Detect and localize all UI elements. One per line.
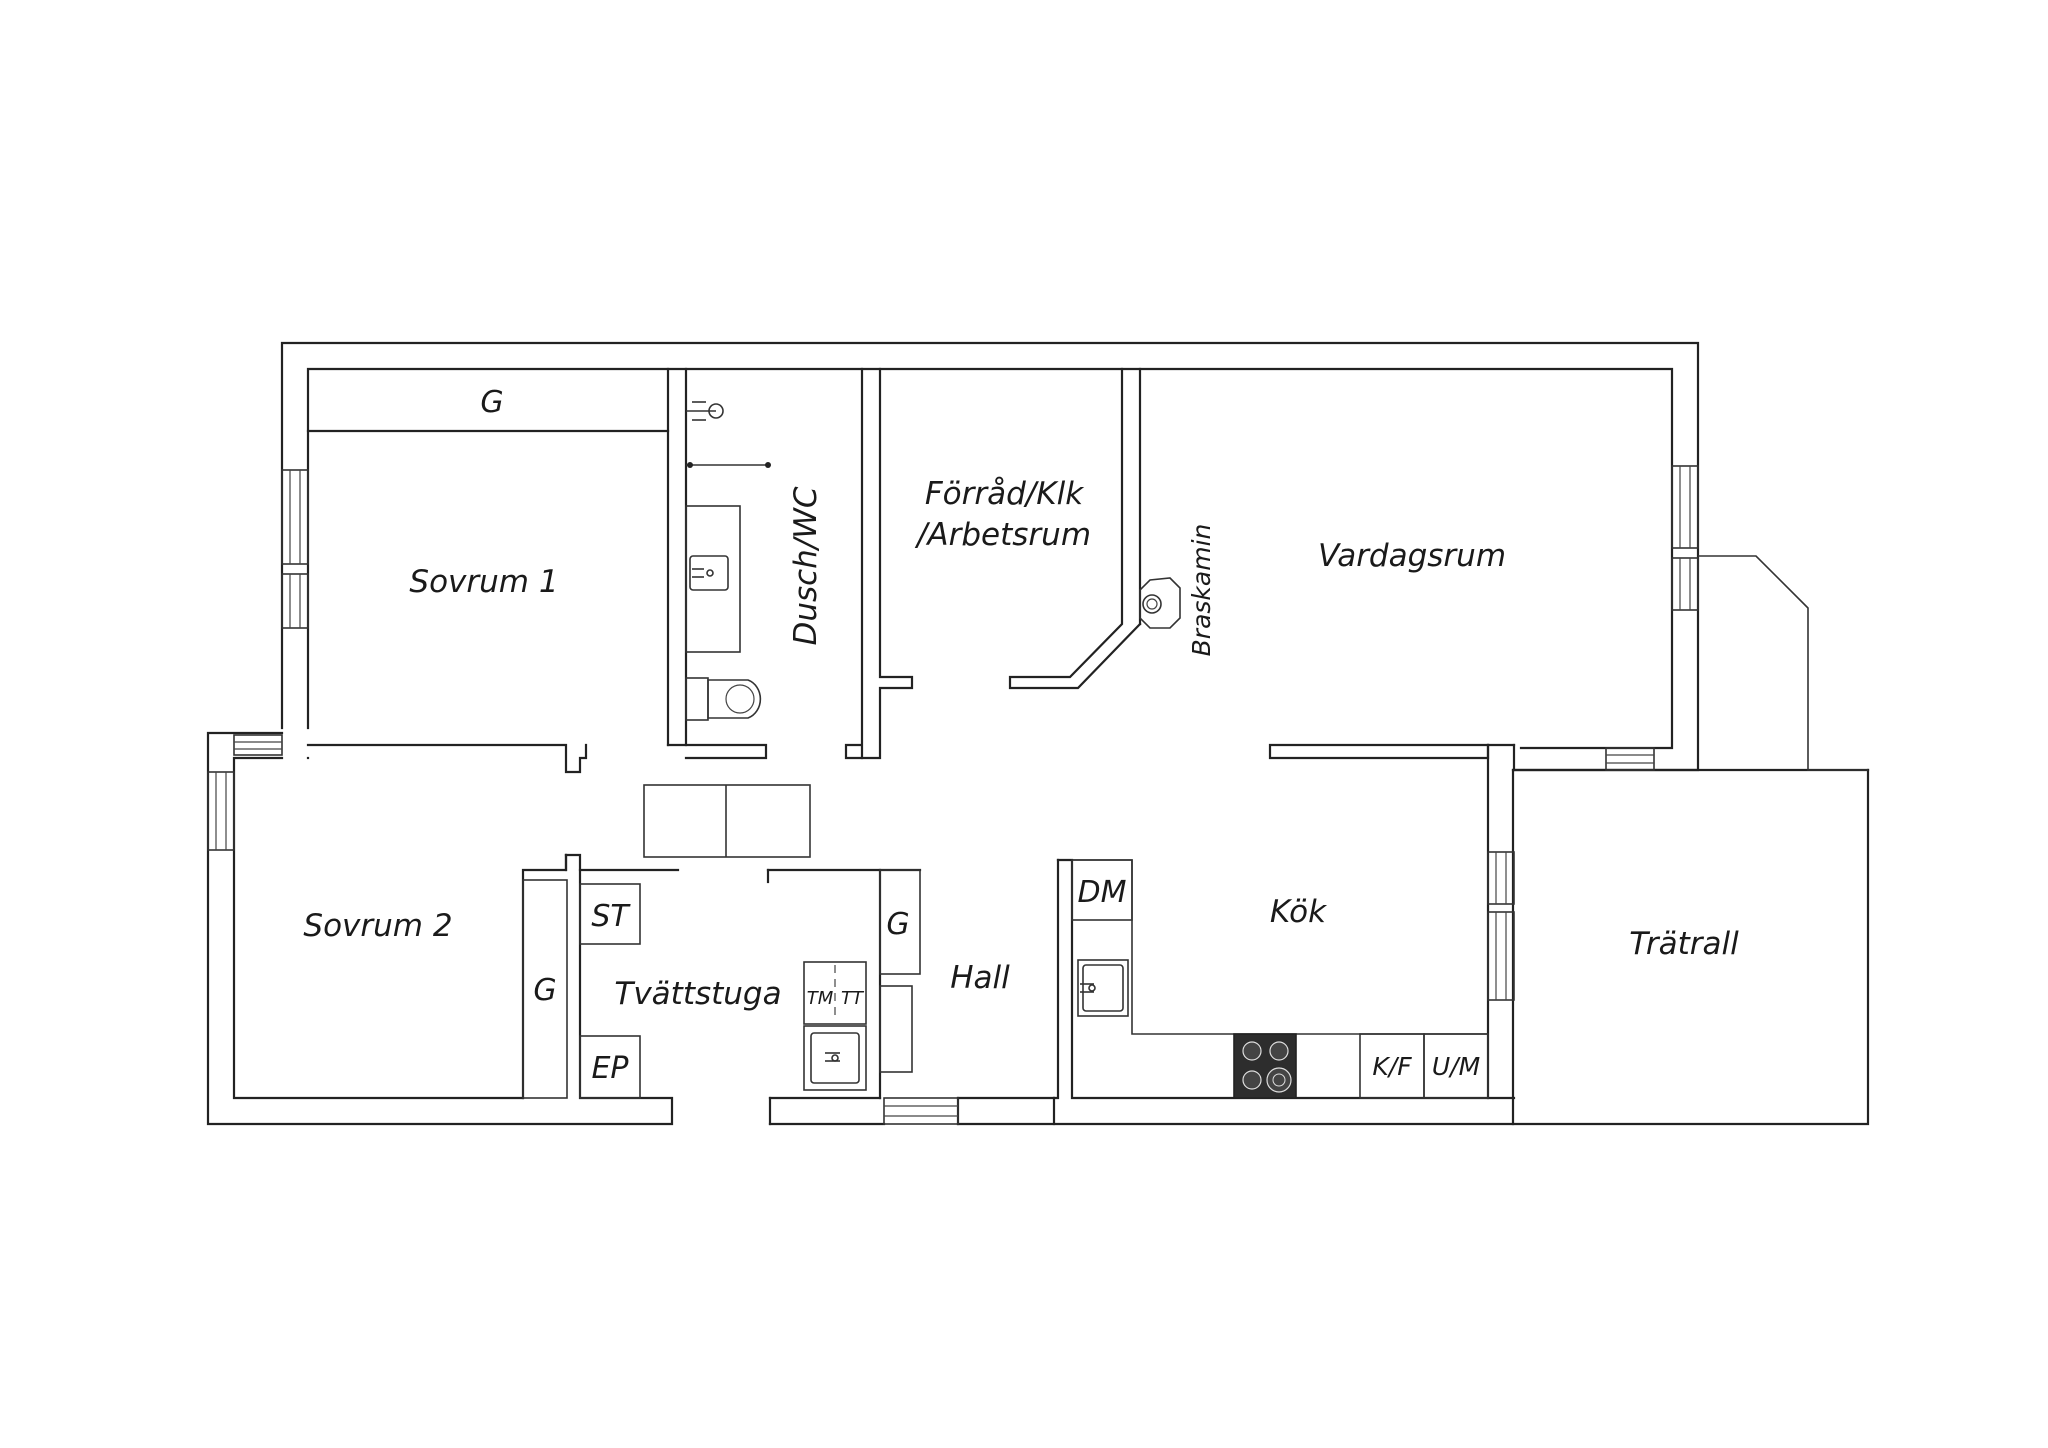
room-label-kok: Kök (1270, 894, 1327, 930)
fixture-labels: G G G ST EP TM TT DM K/F U/M Braskamin (480, 385, 1480, 1086)
toilet-icon (685, 677, 762, 721)
bathroom-counter (685, 505, 741, 653)
fixture-label-tm: TM (807, 988, 834, 1009)
laundry-sink-icon (803, 1025, 867, 1091)
room-label-dusch-wc: Dusch/WC (788, 486, 824, 645)
kitchen-fixtures (1071, 859, 1489, 1099)
room-label-hall: Hall (950, 960, 1010, 996)
fixture-label-ep: EP (591, 1051, 629, 1086)
room-label-forrad-line2: /Arbetsrum (914, 517, 1091, 553)
room-label-tvattstuga: Tvättstuga (614, 976, 781, 1012)
fixture-label-um: U/M (1432, 1052, 1480, 1081)
room-label-sovrum1: Sovrum 1 (409, 564, 558, 600)
fireplace-icon (1139, 577, 1181, 629)
wardrobe-label-sovrum2: G (533, 973, 556, 1008)
fixture-label-tt: TT (841, 988, 865, 1009)
bathroom-fixtures (685, 401, 771, 721)
terrace-outline (1698, 555, 1868, 771)
shower-rail (686, 462, 771, 468)
room-label-vardagsrum: Vardagsrum (1318, 538, 1506, 574)
windows (207, 465, 1699, 1125)
fixture-label-braskamin: Braskamin (1187, 524, 1216, 657)
kitchen-sink-icon (1077, 959, 1129, 1017)
shower-icon (686, 401, 724, 421)
wardrobes (522, 784, 921, 1099)
fixture-label-dm: DM (1078, 875, 1127, 910)
interior-walls (306, 367, 1516, 1126)
stove-icon (1233, 1033, 1297, 1099)
sink-icon (689, 555, 729, 591)
room-labels: Sovrum 1 Sovrum 2 Dusch/WC Förråd/Klk /A… (303, 476, 1739, 1012)
outer-walls (206, 341, 1870, 1126)
room-label-forrad-line1: Förråd/Klk (925, 476, 1084, 512)
room-label-sovrum2: Sovrum 2 (303, 908, 452, 944)
wardrobe-label-sovrum1: G (480, 385, 503, 420)
fixture-label-st: ST (591, 899, 631, 934)
room-label-tratrall: Trätrall (1629, 926, 1739, 962)
fixture-label-kf: K/F (1372, 1052, 1412, 1081)
wardrobe-label-hall: G (886, 907, 909, 942)
